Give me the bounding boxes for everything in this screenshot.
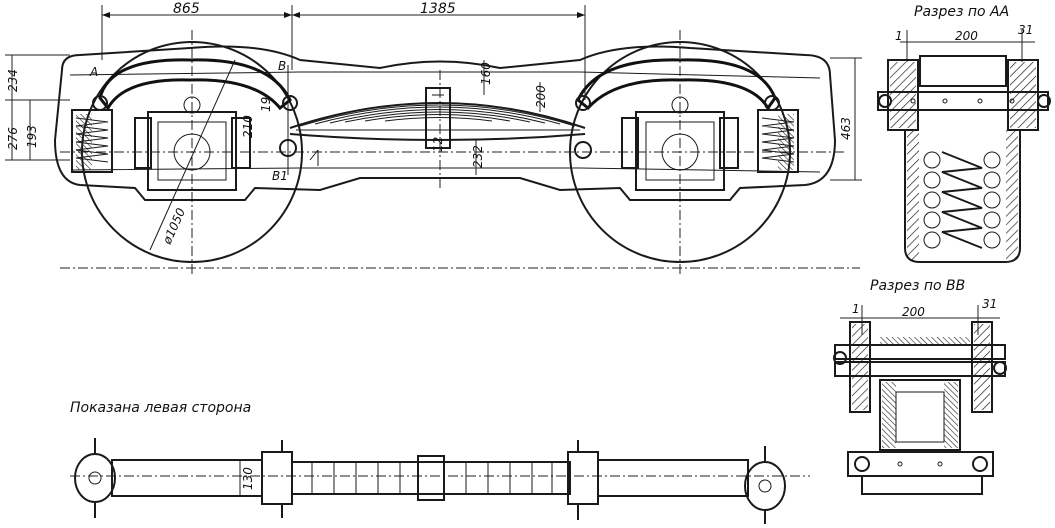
dim-232: 232 <box>471 145 485 168</box>
section-bb-title: Разрез по ВВ <box>870 278 965 294</box>
wheel-diameter-label: ø1050 <box>160 206 189 248</box>
dim-160: 160 <box>479 62 493 85</box>
dim-234: 234 <box>6 69 20 92</box>
section-aa-title: Разрез по АА <box>914 4 1009 20</box>
plan-leaf-spring <box>291 455 571 501</box>
dim-865: 865 <box>173 1 200 17</box>
pin <box>575 95 591 111</box>
plan-left-clamp <box>261 451 293 505</box>
section-aa-coil-spring <box>923 151 1001 249</box>
right-coil-spring <box>757 109 799 173</box>
pin <box>282 95 298 111</box>
right-axle-box <box>621 111 739 191</box>
section-bb-drawing: Разрез по ВВ 1 200 31 <box>833 278 1007 495</box>
plan-right-clamp <box>567 451 599 505</box>
pin <box>574 141 592 159</box>
section-aa-dim-1: 1 <box>895 29 903 43</box>
dim-200: 200 <box>534 85 548 108</box>
left-axle-box <box>134 111 251 191</box>
dim-193: 193 <box>25 125 39 148</box>
dim-276: 276 <box>6 127 20 150</box>
dim-463: 463 <box>839 117 853 140</box>
section-bb-dim-200: 200 <box>902 305 925 319</box>
left-coil-spring <box>71 109 113 173</box>
leaf-spring <box>289 87 586 149</box>
left-dimensions <box>5 54 70 161</box>
dim-19: 19 <box>259 97 273 112</box>
section-mark-b1: В1 <box>272 169 288 183</box>
dim-1385: 1385 <box>420 1 456 17</box>
top-dimensions <box>101 5 586 100</box>
section-aa-dim-31: 31 <box>1018 23 1033 37</box>
plan-view-drawing: Показана левая сторона 130 <box>70 400 810 524</box>
section-bb-dim-31: 31 <box>982 297 997 311</box>
dim-12: 12 <box>431 137 445 152</box>
dim-210: 210 <box>241 115 255 138</box>
plan-left-hanger <box>74 453 116 503</box>
right-equalizer <box>576 58 777 111</box>
bogie-side-view: 865 1385 ø1050 <box>5 1 862 275</box>
plan-dim-130: 130 <box>241 467 255 490</box>
section-aa-drawing: Разрез по АА 1 200 31 <box>877 4 1051 263</box>
section-mark-a: А <box>89 65 98 79</box>
left-equalizer <box>98 58 292 111</box>
plan-right-hanger <box>744 461 786 511</box>
section-aa-dim-200: 200 <box>955 29 978 43</box>
section-bb-dim-1: 1 <box>852 302 860 316</box>
plan-view-caption: Показана левая сторона <box>70 400 251 416</box>
bogie-frame <box>53 45 837 201</box>
section-mark-b: В <box>278 59 286 73</box>
